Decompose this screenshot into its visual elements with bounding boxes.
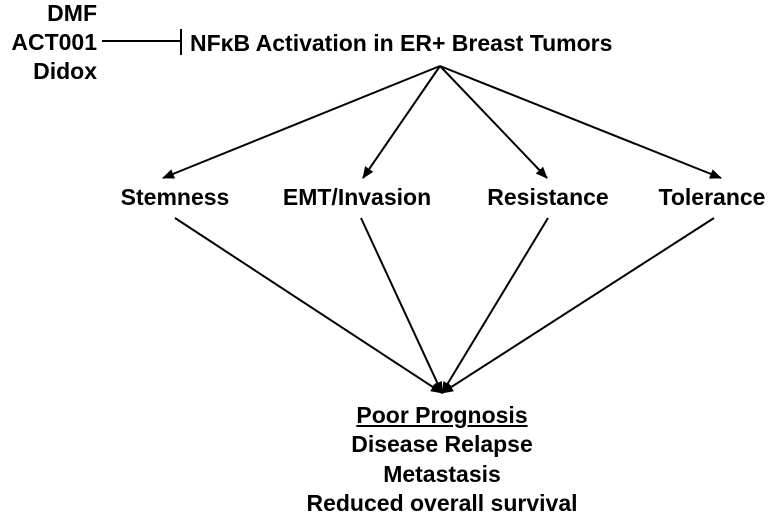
- inhibitor-didox: Didox: [33, 58, 97, 84]
- inhibitor-act001: ACT001: [11, 29, 97, 55]
- outcome-item: Metastasis: [383, 461, 501, 487]
- arrow-to-stemness: [162, 65, 441, 179]
- outcome-item: Disease Relapse: [351, 431, 533, 457]
- top-node-nfkb: NFκB Activation in ER+ Breast Tumors: [190, 30, 613, 56]
- outcome-title: Poor Prognosis: [356, 402, 528, 428]
- arrow-to-tolerance: [439, 65, 722, 179]
- node-resistance: Resistance: [487, 184, 609, 210]
- node-emt-invasion: EMT/Invasion: [282, 184, 432, 210]
- arrow-stemness-to-outcome: [174, 217, 443, 394]
- inhibitor-dmf: DMF: [47, 0, 97, 26]
- node-tolerance: Tolerance: [658, 184, 766, 210]
- outcome-item: Reduced overall survival: [306, 490, 578, 516]
- arrow-to-resistance: [439, 65, 548, 179]
- arrow-tolerance-to-outcome: [441, 217, 715, 394]
- arrow-emt-to-outcome: [360, 217, 443, 394]
- node-stemness: Stemness: [120, 184, 230, 210]
- arrow-to-emt: [362, 65, 441, 179]
- arrow-resistance-to-outcome: [441, 217, 549, 394]
